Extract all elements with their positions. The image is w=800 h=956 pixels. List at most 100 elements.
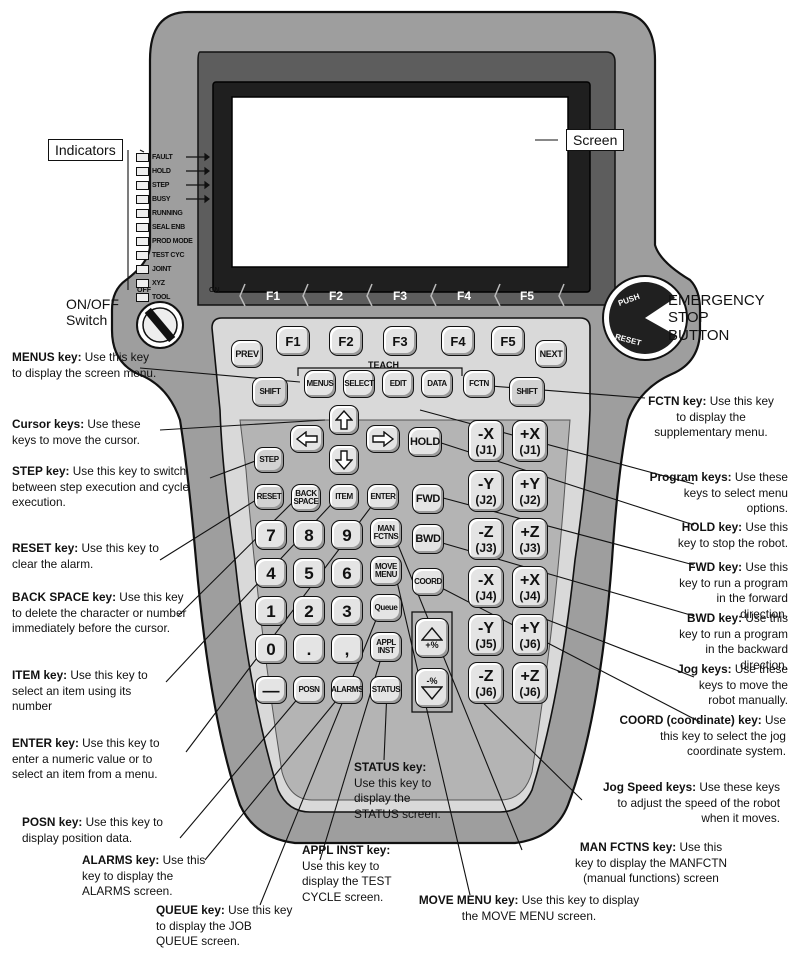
- movemenu-label-1: MOVE: [375, 562, 397, 571]
- speed-up-label: +%: [425, 639, 439, 650]
- label-desc: Use these keys to move the robot manuall…: [698, 662, 788, 708]
- item-key-label: ITEM key: Use this key to select an item…: [12, 668, 170, 715]
- label-title: RESET key:: [12, 541, 79, 555]
- key-7[interactable]: 7: [255, 520, 287, 550]
- queue-key[interactable]: Queue: [370, 594, 402, 622]
- f1-key[interactable]: F1: [276, 326, 310, 356]
- cursor-down-key[interactable]: [329, 445, 359, 475]
- key-0[interactable]: 0: [255, 634, 287, 664]
- alarms-key[interactable]: ALARMS: [331, 676, 363, 704]
- coord-key[interactable]: COORD: [412, 568, 444, 596]
- key-3[interactable]: 3: [331, 596, 363, 626]
- hold-key[interactable]: HOLD: [408, 427, 442, 457]
- jog-minus-x-j1-key[interactable]: -X(J1): [468, 420, 504, 462]
- onoff-line-2: Switch: [66, 312, 108, 329]
- enter-key[interactable]: ENTER: [367, 484, 399, 510]
- f5-key[interactable]: F5: [491, 326, 525, 356]
- jog-axis-label: -Y: [478, 619, 494, 637]
- label-desc: Use this key to display the JOB QUEUE sc…: [156, 903, 293, 949]
- jog-plus-z-j3-key[interactable]: +Z(J3): [512, 518, 548, 560]
- jog-joint-label: (J1): [519, 442, 541, 457]
- jog-plus-x-j1-key[interactable]: +X(J1): [512, 420, 548, 462]
- jog-plus-x-j4-key[interactable]: +X(J4): [512, 566, 548, 608]
- indicator-led: [136, 209, 149, 218]
- jog-minus-y-j5-key[interactable]: -Y(J5): [468, 614, 504, 656]
- bwd-key[interactable]: BWD: [412, 524, 444, 554]
- cursor-left-key[interactable]: [290, 425, 324, 453]
- fwd-key-label: FWD key: Use this key to run a program i…: [670, 560, 788, 622]
- indicator-label: RUNNING: [152, 210, 183, 217]
- status-key[interactable]: STATUS: [370, 676, 402, 704]
- key-comma[interactable]: ,: [331, 634, 363, 664]
- screen-callout: Screen: [566, 129, 625, 151]
- status-key-label: STATUS key: Use this key to display the …: [354, 760, 446, 822]
- label-desc: Use this key to clear the alarm.: [12, 541, 159, 571]
- f4-key[interactable]: F4: [441, 326, 475, 356]
- label-title: POSN key:: [22, 815, 83, 829]
- posn-key[interactable]: POSN: [293, 676, 325, 704]
- jog-speed-down-key[interactable]: -%: [415, 668, 449, 708]
- key-minus[interactable]: —: [255, 676, 287, 704]
- shift-right-key[interactable]: SHIFT: [509, 377, 545, 407]
- fctn-key[interactable]: FCTN: [463, 370, 495, 398]
- indicator-led: [136, 279, 149, 288]
- jog-speed-up-key[interactable]: +%: [415, 618, 449, 658]
- jog-speed-frame: [411, 611, 453, 713]
- label-title: Program keys:: [649, 470, 732, 484]
- coord-key-label: COORD (coordinate) key: Use this key to …: [618, 713, 786, 760]
- screen-f3-label: F3: [393, 289, 408, 303]
- menus-key-label: MENUS key: Use this key to display the s…: [12, 350, 162, 381]
- jog-axis-label: +Z: [520, 523, 540, 541]
- applinst-key-label: APPL INST key: Use this key to display t…: [302, 843, 414, 905]
- enter-key-label: ENTER key: Use this key to enter a numer…: [12, 736, 182, 783]
- jog-minus-x-j4-key[interactable]: -X(J4): [468, 566, 504, 608]
- label-desc: Use this key to delete the character or …: [12, 590, 187, 636]
- program-keys-label: Program keys: Use these keys to select m…: [640, 470, 788, 517]
- menus-key[interactable]: MENUS: [304, 370, 336, 398]
- data-key[interactable]: DATA: [421, 370, 453, 398]
- indicator-label: TEST CYC: [152, 252, 185, 259]
- jog-plus-y-j6-key[interactable]: +Y(J6): [512, 614, 548, 656]
- screen-fkey-dividers: [239, 283, 565, 307]
- edit-key[interactable]: EDIT: [382, 370, 414, 398]
- jog-minus-y-j2-key[interactable]: -Y(J2): [468, 470, 504, 512]
- cursor-right-key[interactable]: [366, 425, 400, 453]
- f3-key[interactable]: F3: [383, 326, 417, 356]
- applinst-label-1: APPL: [376, 638, 396, 647]
- indicator-led: [136, 237, 149, 246]
- prev-key[interactable]: PREV: [231, 340, 263, 368]
- key-2[interactable]: 2: [293, 596, 325, 626]
- key-9[interactable]: 9: [331, 520, 363, 550]
- key-6[interactable]: 6: [331, 558, 363, 588]
- label-desc: Use this key to run a program in the for…: [679, 560, 788, 621]
- reset-key[interactable]: RESET: [254, 484, 284, 510]
- cursor-keys-label: Cursor keys: Use these keys to move the …: [12, 417, 162, 448]
- label-desc: Use this key to run a program in the bac…: [679, 611, 788, 672]
- key-1[interactable]: 1: [255, 596, 287, 626]
- jog-plus-y-j2-key[interactable]: +Y(J2): [512, 470, 548, 512]
- step-key[interactable]: STEP: [254, 447, 284, 473]
- key-5[interactable]: 5: [293, 558, 325, 588]
- cursor-up-key[interactable]: [329, 405, 359, 435]
- estop-line-3: BUTTON: [668, 326, 730, 344]
- key-dot[interactable]: .: [293, 634, 325, 664]
- select-key[interactable]: SELECT: [343, 370, 375, 398]
- fwd-key[interactable]: FWD: [412, 484, 444, 514]
- label-desc: Use this key to display position data.: [22, 815, 163, 845]
- next-key[interactable]: NEXT: [535, 340, 567, 368]
- f2-key[interactable]: F2: [329, 326, 363, 356]
- emergency-stop-button: PUSH RESET: [602, 275, 688, 361]
- key-4[interactable]: 4: [255, 558, 287, 588]
- item-key[interactable]: ITEM: [329, 484, 359, 510]
- jog-plus-z-j6-key[interactable]: +Z(J6): [512, 662, 548, 704]
- jog-minus-z-j3-key[interactable]: -Z(J3): [468, 518, 504, 560]
- jog-minus-z-j6-key[interactable]: -Z(J6): [468, 662, 504, 704]
- key-8[interactable]: 8: [293, 520, 325, 550]
- indicator-joint: JOINT: [136, 264, 222, 275]
- label-title: HOLD key:: [681, 520, 743, 534]
- shift-left-key[interactable]: SHIFT: [252, 377, 288, 407]
